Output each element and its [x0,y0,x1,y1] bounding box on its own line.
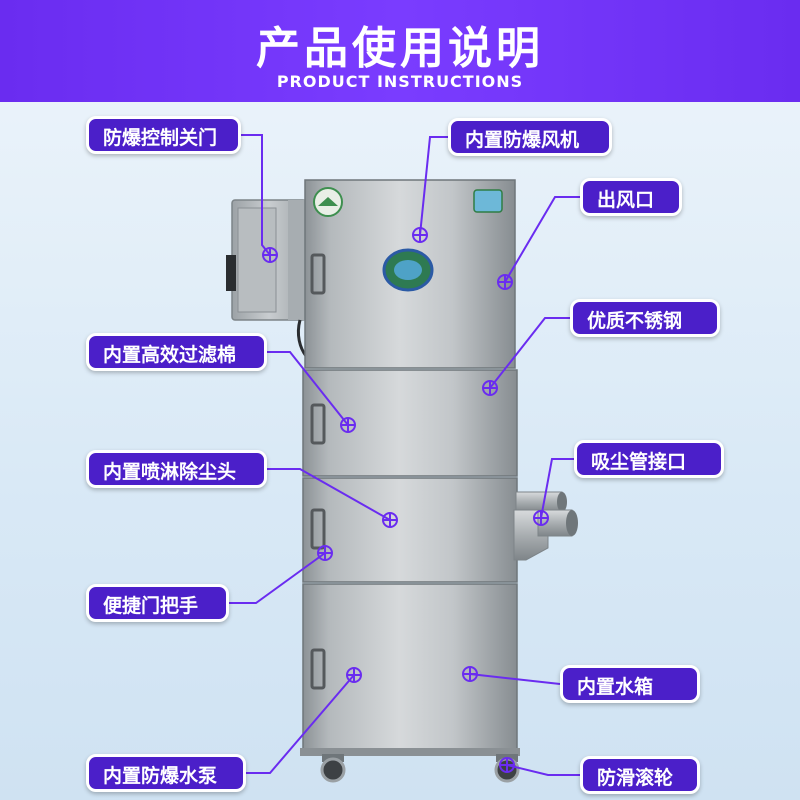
cabinet-tank-section [302,583,518,753]
marker-air-outlet [497,274,513,290]
marker-explosion-proof-door [262,247,278,263]
leader-built-in-fan [419,136,448,236]
callout-explosion-proof-door: 防爆控制关门 [86,116,241,154]
leader-air-outlet [504,196,580,283]
markers [262,227,549,773]
cabinet-filter-section [302,369,518,477]
leader-anti-slip-wheel [506,764,580,776]
marker-dust-inlet [533,510,549,526]
leader-spray-head [265,468,391,521]
marker-water-pump [346,667,362,683]
cabinet-top-section [304,179,516,369]
callout-stainless-steel: 优质不锈钢 [570,299,720,337]
marker-water-tank [462,666,478,682]
callout-filter-cotton: 内置高效过滤棉 [86,333,267,371]
leader-filter-cotton [265,351,349,426]
callout-door-handle: 便捷门把手 [86,584,229,622]
callout-anti-slip-wheel: 防滑滚轮 [580,756,700,794]
cabinet-spray-section [302,477,518,583]
leader-stainless-steel [489,317,570,389]
caster-wheel-left [320,754,346,783]
callout-water-pump: 内置防爆水泵 [86,754,246,792]
marker-door-handle [317,545,333,561]
callout-water-tank: 内置水箱 [560,665,700,703]
marker-built-in-fan [412,227,428,243]
page-subtitle: PRODUCT INSTRUCTIONS [276,72,524,91]
callout-spray-head: 内置喷淋除尘头 [86,450,267,488]
callout-built-in-fan: 内置防爆风机 [448,118,612,156]
dust-inlet-pipes [513,491,578,561]
callout-air-outlet: 出风口 [580,178,682,216]
leader-water-pump [245,674,355,774]
header-banner: 产品使用说明 PRODUCT INSTRUCTIONS [0,0,800,102]
leader-door-handle [228,552,326,604]
callout-dust-inlet: 吸尘管接口 [574,440,724,478]
leader-lines [228,134,580,776]
leader-water-tank [469,673,561,685]
marker-filter-cotton [340,417,356,433]
leader-dust-inlet [540,458,574,519]
marker-anti-slip-wheel [499,757,515,773]
page-title: 产品使用说明 [256,23,544,74]
marker-stainless-steel [482,380,498,396]
cabinet-base [300,748,520,756]
marker-spray-head [382,512,398,528]
